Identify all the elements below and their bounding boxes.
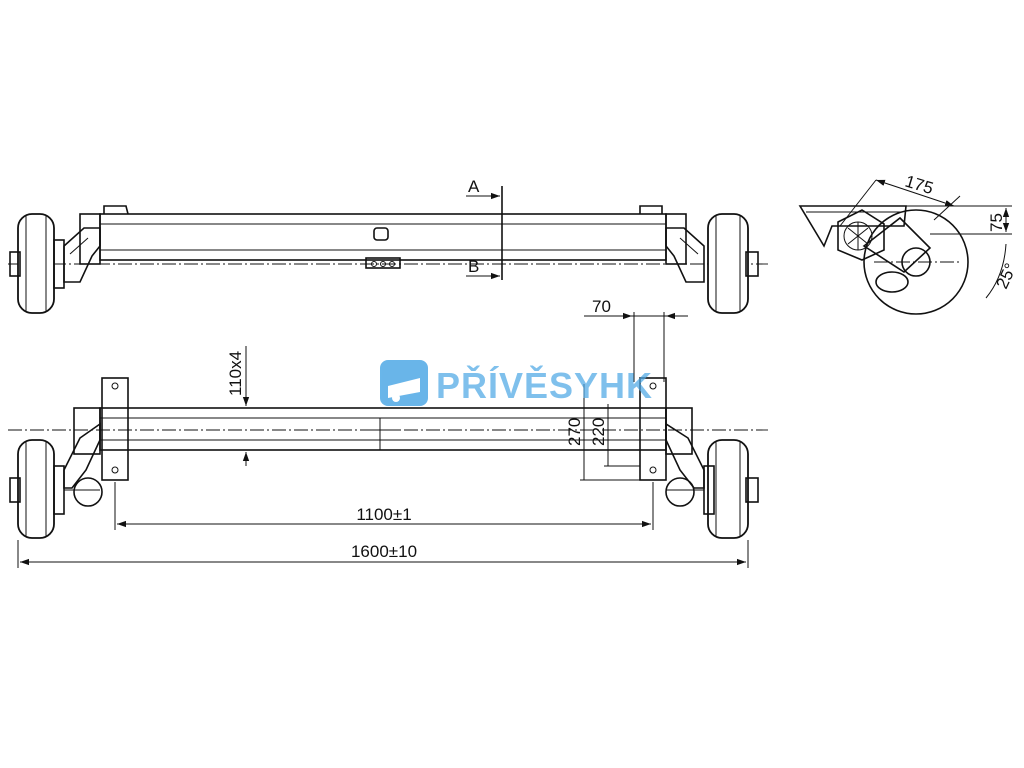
dimension-75: 75 (987, 213, 1006, 232)
dimension-1600: 1600±10 (351, 542, 417, 561)
section-label-a: A (468, 177, 480, 196)
right-bracket-front-view (639, 205, 663, 214)
axle-tube-front-view (99, 213, 667, 261)
section-label-b: B (468, 257, 479, 276)
left-wheel-front-view (9, 213, 65, 314)
left-wheel-plan-view (9, 439, 65, 539)
dimension-70: 70 (592, 297, 611, 316)
right-swing-arm-plan-view (665, 407, 705, 507)
left-bracket-front-view (103, 205, 129, 215)
dimension-tube-110x4: 110x4 (226, 351, 245, 396)
axle-plan-view: 110x4 70 270 220 1100±1 1600±10 (8, 297, 768, 568)
dimension-220: 220 (589, 418, 608, 446)
dimension-270: 270 (565, 418, 584, 446)
right-swing-arm-front-view (665, 213, 705, 283)
left-swing-arm-plan-view (63, 407, 103, 507)
dimension-1100: 1100±1 (356, 505, 411, 524)
swing-arm-section (862, 216, 932, 274)
left-swing-arm-front-view (63, 213, 101, 283)
axle-section-view: 175 75 25° (798, 172, 1020, 315)
torsion-rubber-section (837, 209, 885, 261)
dimension-angle-25: 25° (992, 260, 1020, 291)
wheel-outline-section (863, 209, 969, 315)
section-cut-marker: A B (466, 177, 503, 280)
right-wheel-front-view (707, 213, 759, 314)
axle-front-view: A B (8, 177, 768, 314)
right-wheel-plan-view (703, 439, 759, 539)
watermark-logo: PŘÍVĚSYHK (380, 360, 653, 406)
watermark-text: PŘÍVĚSYHK (436, 364, 653, 406)
left-mount-bracket (101, 377, 129, 481)
dimension-175: 175 (903, 172, 936, 198)
center-hook-front-view (365, 227, 401, 269)
